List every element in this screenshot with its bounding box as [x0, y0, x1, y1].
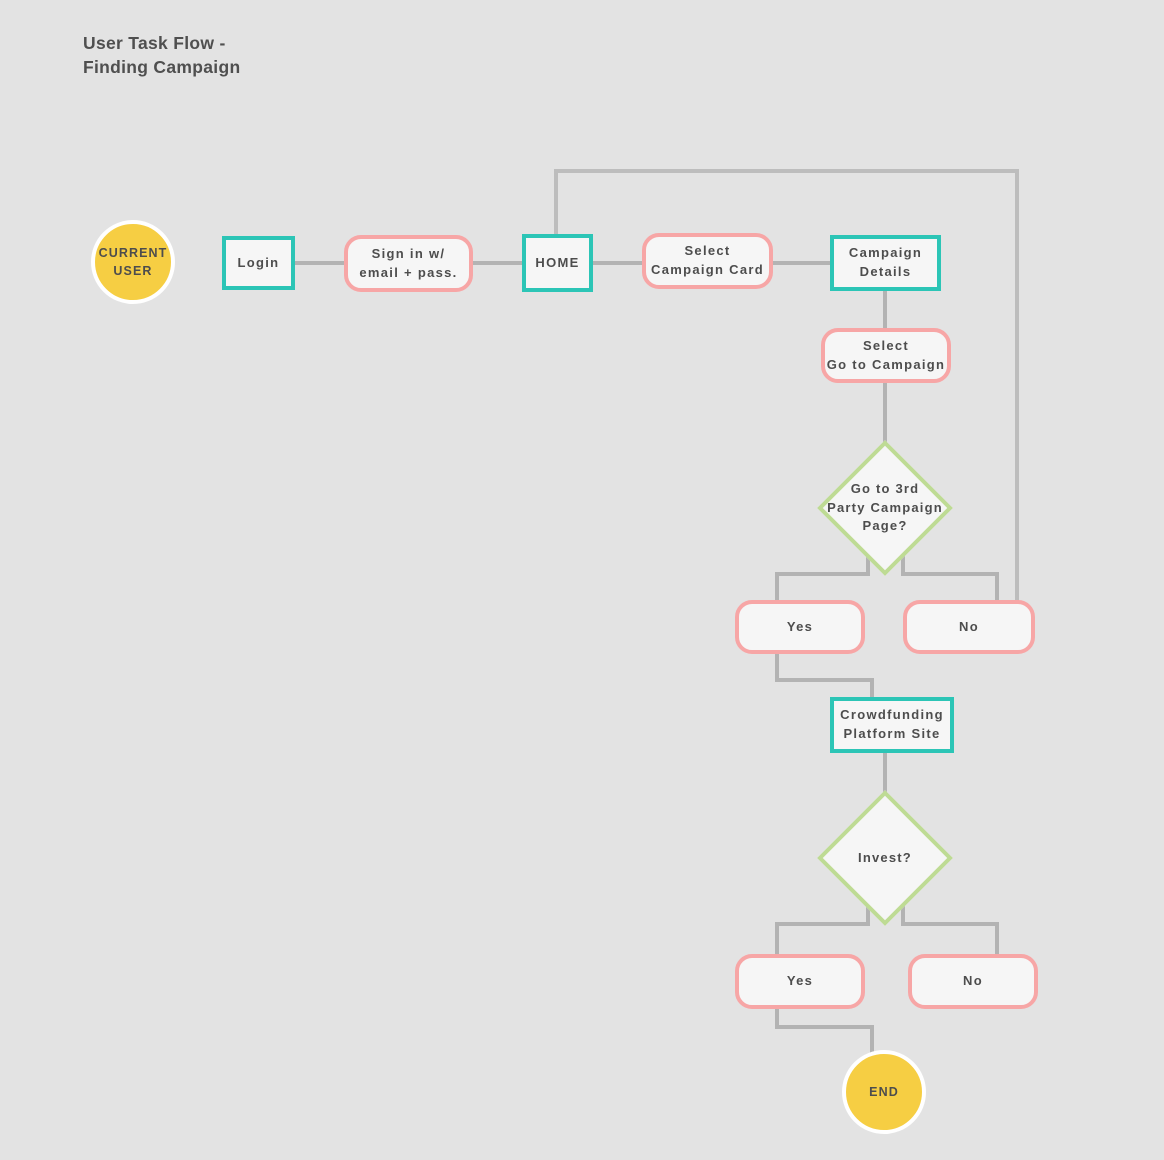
edge-yes2-down	[775, 1008, 779, 1029]
edge-yes2-end-drop	[870, 1025, 874, 1053]
edge-d1-no-leg	[901, 556, 905, 576]
page-title: User Task Flow - Finding Campaign	[83, 33, 241, 78]
node-yes-1: Yes	[735, 600, 865, 654]
node-no-1: No	[903, 600, 1035, 654]
edge-yes1-crowd-horizontal	[775, 678, 874, 682]
edge-crowd-decision2	[883, 751, 887, 801]
node-end: END	[842, 1050, 926, 1134]
edge-signin-home	[473, 261, 522, 265]
edge-d1-no-drop	[995, 572, 999, 602]
node-no-2: No	[908, 954, 1038, 1009]
node-campaign-details: Campaign Details	[830, 235, 941, 291]
node-decision-third-party: Go to 3rd Party Campaign Page?	[817, 440, 953, 576]
edge-d1-no-horizontal	[901, 572, 999, 576]
node-sign-in: Sign in w/ email + pass.	[344, 235, 473, 292]
edge-d2-yes-horizontal	[775, 922, 870, 926]
edge-d2-no-leg	[901, 904, 905, 926]
edge-loop-top-horizontal	[554, 169, 1019, 173]
edge-yes2-end-horizontal	[775, 1025, 874, 1029]
edge-login-signin	[295, 261, 344, 265]
edge-selectcard-details	[773, 261, 830, 265]
node-select-campaign-card: Select Campaign Card	[642, 233, 773, 289]
node-yes-2: Yes	[735, 954, 865, 1009]
node-select-go-to-campaign: Select Go to Campaign	[821, 328, 951, 383]
edge-yes1-crowd-drop	[870, 678, 874, 699]
edge-home-selectcard	[593, 261, 642, 265]
node-login: Login	[222, 236, 295, 290]
edge-d2-no-horizontal	[901, 922, 999, 926]
edge-d1-yes-horizontal	[775, 572, 870, 576]
edge-yes1-down	[775, 651, 779, 682]
edge-d2-yes-drop	[775, 922, 779, 954]
edge-loop-right-vertical	[1015, 169, 1019, 602]
edge-d2-yes-leg	[866, 904, 870, 926]
node-home: HOME	[522, 234, 593, 292]
node-crowdfunding-platform-site: Crowdfunding Platform Site	[830, 697, 954, 753]
edge-d1-yes-drop	[775, 572, 779, 602]
edge-loop-home-vertical	[554, 171, 558, 234]
node-current-user: CURRENT USER	[91, 220, 175, 304]
node-decision-invest: Invest?	[817, 790, 953, 926]
edge-d1-yes-leg	[866, 556, 870, 576]
edge-d2-no-drop	[995, 922, 999, 954]
